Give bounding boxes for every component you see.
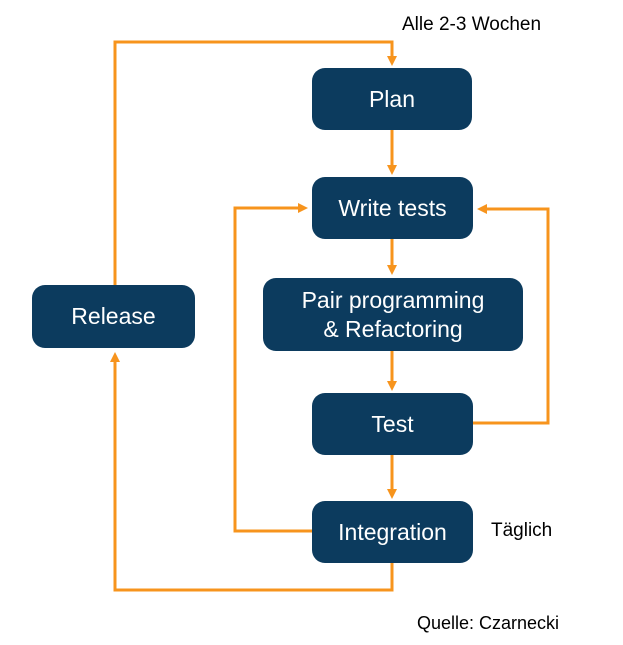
edge-integration-to-write-tests-loop (233, 203, 312, 533)
node-write-tests-label: Write tests (338, 194, 447, 221)
node-pair-programming: Pair programming & Refactoring (263, 278, 523, 351)
node-plan-label: Plan (368, 85, 416, 112)
node-release: Release (32, 285, 195, 348)
node-write-tests: Write tests (312, 177, 473, 239)
release-cycle-label: Alle 2-3 Wochen (402, 14, 542, 35)
node-test: Test (312, 393, 473, 455)
node-release-label: Release (71, 303, 156, 330)
node-integration: Integration (312, 501, 473, 563)
source-label: Quelle: Czarnecki (417, 613, 560, 633)
node-test-label: Test (371, 410, 414, 437)
daily-cycle-label: Täglich (491, 520, 553, 541)
node-pair-programming-label-line2: & Refactoring (323, 315, 463, 342)
node-plan: Plan (312, 68, 472, 130)
edge-test-to-write-tests-loop (473, 204, 550, 425)
node-pair-programming-label-line1: Pair programming (301, 286, 485, 313)
edge-release-to-plan (113, 40, 397, 285)
node-integration-label: Integration (338, 518, 447, 545)
edge-integration-to-release (110, 352, 394, 592)
